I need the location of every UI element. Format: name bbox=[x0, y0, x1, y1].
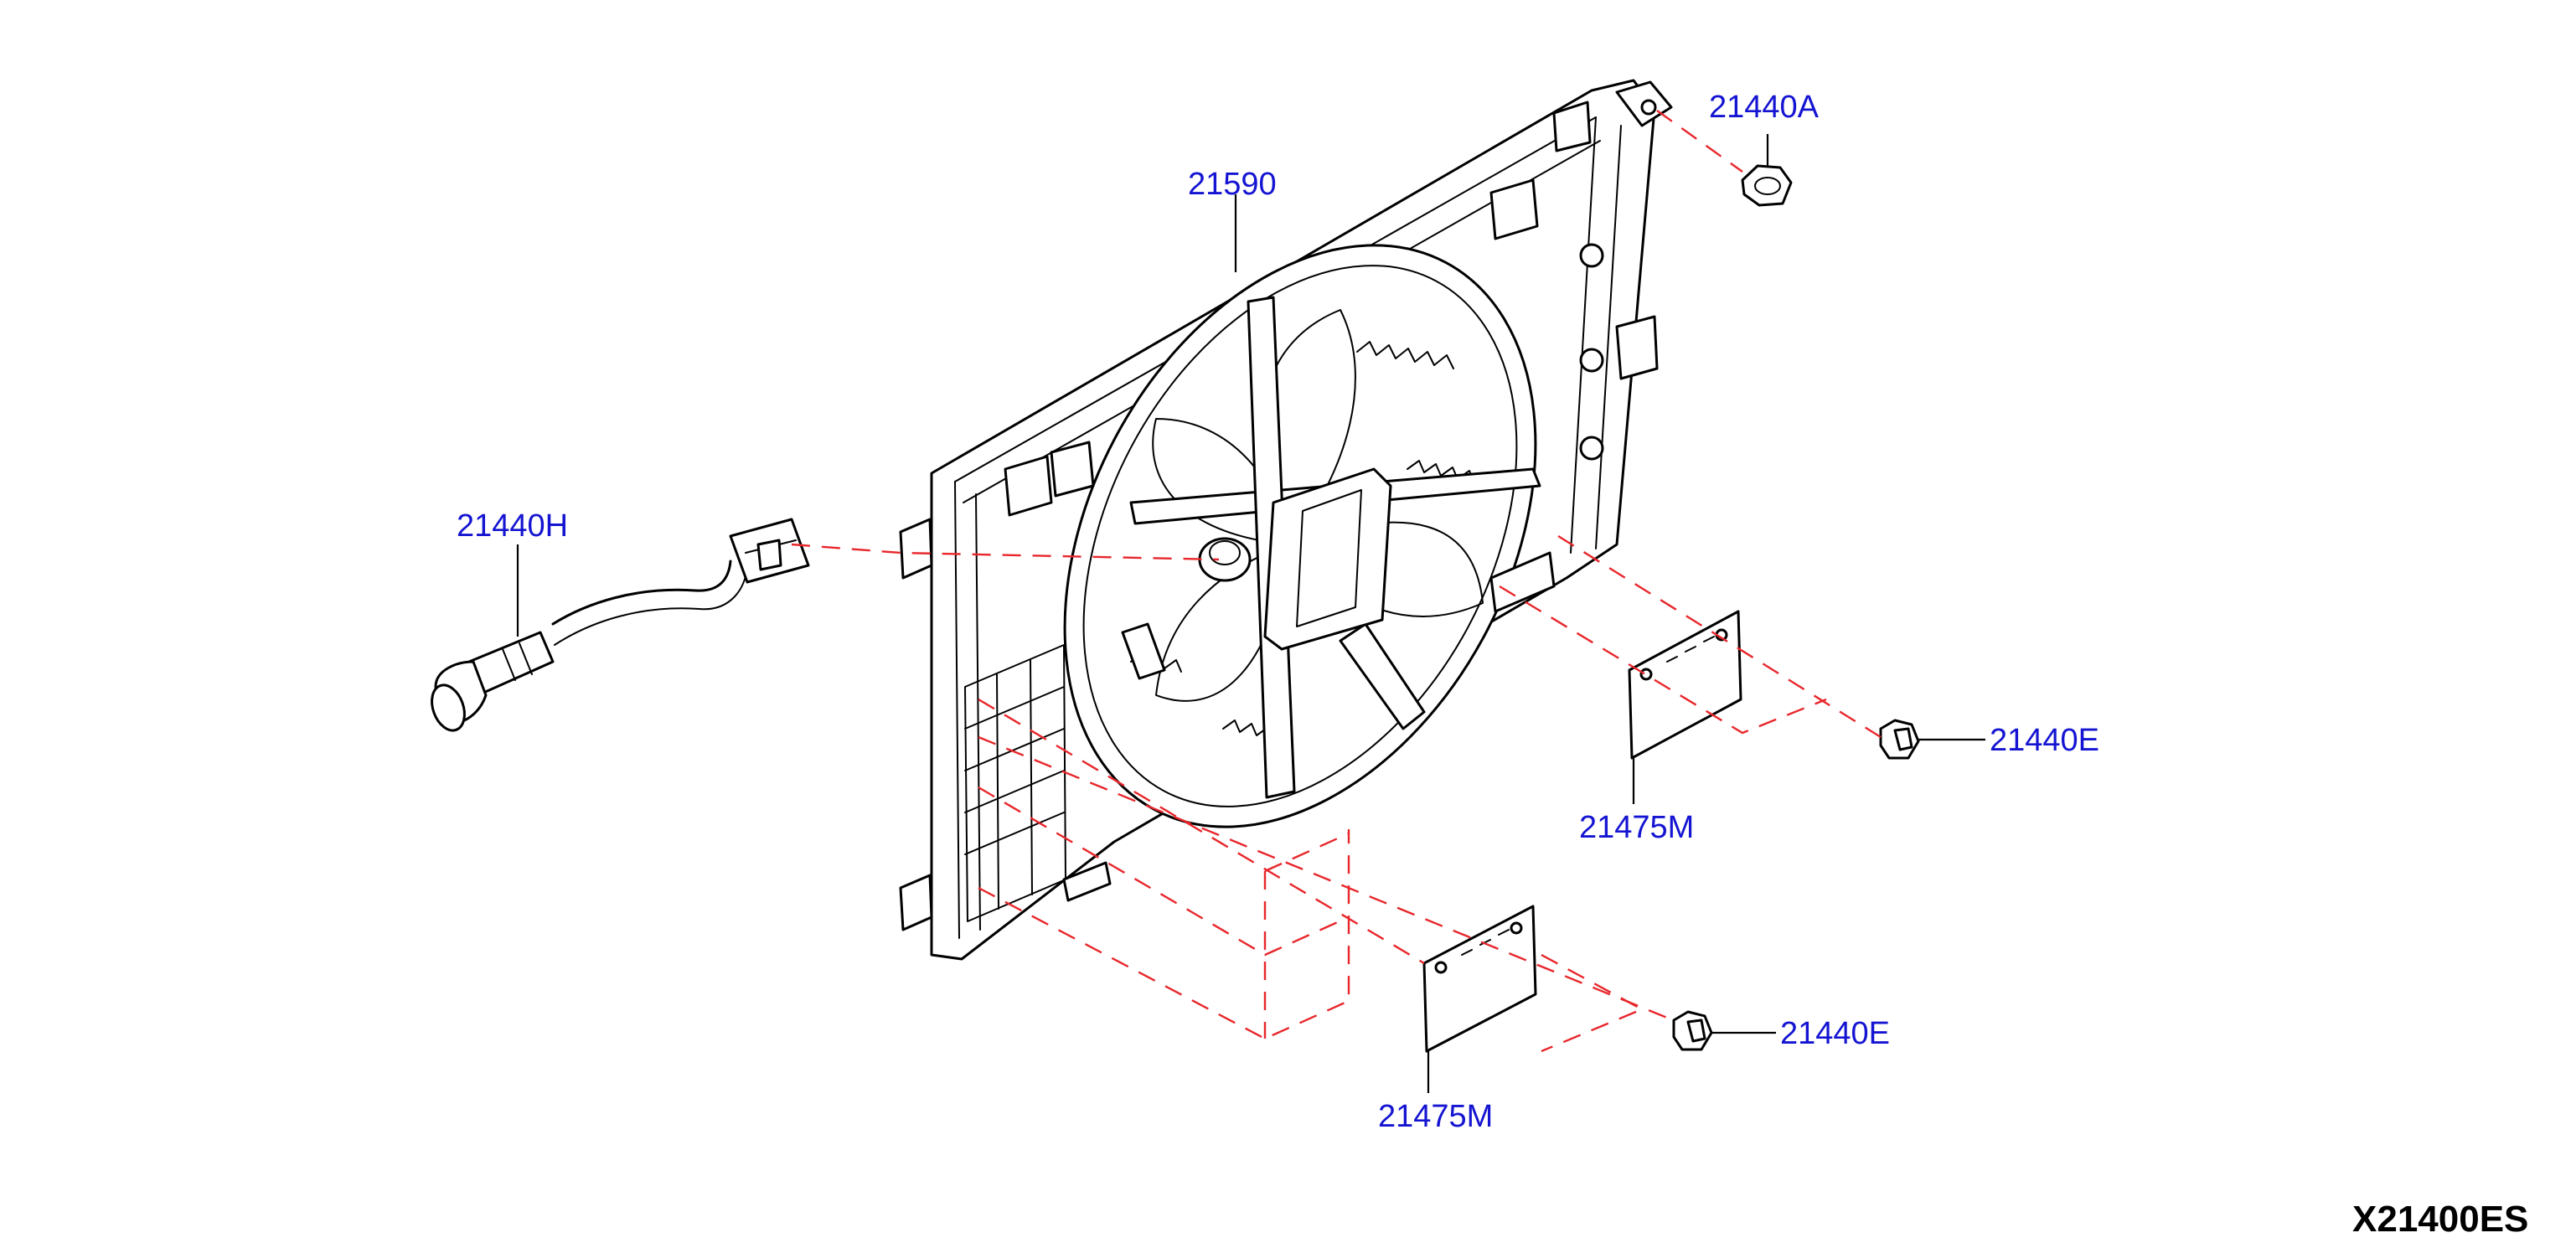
seal-21475M-lower bbox=[1422, 905, 1537, 1053]
callout-21475M-upper[interactable]: 21475M bbox=[1579, 810, 1694, 845]
callout-21440E-lower[interactable]: 21440E bbox=[1780, 1016, 1890, 1051]
callout-21440E-upper[interactable]: 21440E bbox=[1990, 723, 2099, 758]
bolt-21440E-upper bbox=[1879, 719, 1920, 760]
callout-21475M-lower[interactable]: 21475M bbox=[1378, 1099, 1493, 1134]
callout-21440A[interactable]: 21440A bbox=[1709, 90, 1820, 125]
diagram-code: X21400ES bbox=[2352, 1199, 2528, 1240]
assembly-guide-lines bbox=[791, 110, 1882, 1053]
leader-lines bbox=[516, 134, 1985, 1093]
callout-21590[interactable]: 21590 bbox=[1188, 167, 1277, 202]
bolt-21440E-lower bbox=[1672, 1010, 1713, 1051]
nut-21440A bbox=[1741, 164, 1793, 207]
seal-21475M-upper bbox=[1628, 610, 1742, 760]
callout-21440H[interactable]: 21440H bbox=[457, 508, 568, 544]
fan-shroud-assembly bbox=[899, 79, 1673, 961]
fan-motor-harness bbox=[431, 518, 810, 732]
